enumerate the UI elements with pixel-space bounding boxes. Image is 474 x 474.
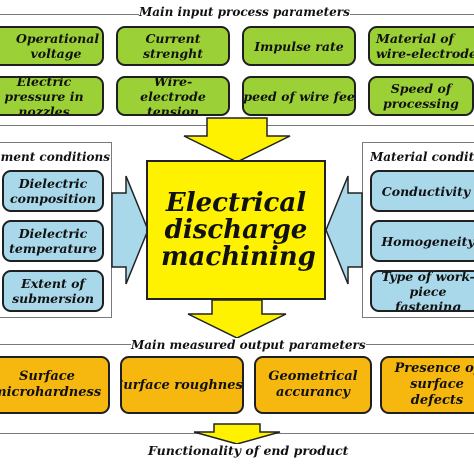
output-surface-roughness: Surface roughness <box>120 356 244 414</box>
input-current-strenght: Current strenght <box>116 26 230 66</box>
central-process-label: Electrical discharge machining <box>161 187 316 272</box>
down-arrow-center <box>187 299 287 339</box>
output-surface-defects-label: Presence of surface defects <box>394 361 474 408</box>
environment-extent-submersion-label: Extent of submersion <box>12 276 94 306</box>
input-speed-wire-feed: Speed of wire feed <box>242 76 356 116</box>
input-wire-electrode-tension-label: Wire-electrode tension <box>140 76 206 116</box>
material-fastening: Type of work-piece fastening <box>370 270 474 312</box>
central-process-block: Electrical discharge machining <box>146 160 326 300</box>
input-speed-wire-feed-label: Speed of wire feed <box>243 88 355 104</box>
environment-dielectric-composition-label: Dielectric composition <box>10 176 96 206</box>
input-current-strenght-label: Current strenght <box>142 31 204 61</box>
material-fastening-label: Type of work-piece fastening <box>381 270 474 312</box>
output-geometrical-accurancy-label: Geometrical accurancy <box>268 369 358 400</box>
output-surface-microhardness-label: Surface microhardness <box>0 369 102 400</box>
environment-title-text: Environment conditions <box>0 150 110 164</box>
input-impulse-rate: Impulse rate <box>242 26 356 66</box>
material-conductivity-label: Conductivity <box>381 183 471 199</box>
input-wire-electrode-tension: Wire-electrode tension <box>116 76 230 116</box>
left-arrow-material <box>325 175 363 285</box>
input-parameters-title: Main input process parameters <box>139 5 350 19</box>
environment-dielectric-temperature-label: Dielectric temperature <box>9 226 97 256</box>
input-electric-pressure: Electric pressure in nozzles <box>0 76 104 116</box>
material-homogeneity: Homogeneity <box>370 220 474 262</box>
environment-dielectric-composition: Dielectric composition <box>2 170 104 212</box>
input-operational-voltage-label: Operational voltage <box>16 31 100 61</box>
output-parameters-title: Main measured output parameters <box>131 338 366 352</box>
right-arrow-environment <box>111 175 149 285</box>
output-surface-defects: Presence of surface defects <box>380 356 474 414</box>
environment-extent-submersion: Extent of submersion <box>2 270 104 312</box>
output-surface-microhardness: Surface microhardness <box>0 356 110 414</box>
environment-title: Environment conditions <box>0 150 110 164</box>
end-product-label: Functionality of end product <box>148 443 349 458</box>
output-surface-roughness-label: Surface roughness <box>120 377 244 393</box>
down-arrow-output <box>193 423 281 445</box>
input-material-wire-electrode-label: Material of wire-electrode <box>376 31 474 61</box>
input-speed-processing: Speed of processing <box>368 76 474 116</box>
material-homogeneity-label: Homogeneity <box>381 233 474 249</box>
material-conductivity: Conductivity <box>370 170 474 212</box>
input-material-wire-electrode: Material of wire-electrode <box>368 26 474 66</box>
material-title: Material conditions <box>370 150 474 164</box>
environment-dielectric-temperature: Dielectric temperature <box>2 220 104 262</box>
input-electric-pressure-label: Electric pressure in nozzles <box>4 76 84 116</box>
input-speed-processing-label: Speed of processing <box>383 81 459 111</box>
down-arrow-input <box>183 117 291 163</box>
input-impulse-rate-label: Impulse rate <box>254 38 344 54</box>
input-operational-voltage: Operational voltage <box>0 26 104 66</box>
output-geometrical-accurancy: Geometrical accurancy <box>254 356 372 414</box>
